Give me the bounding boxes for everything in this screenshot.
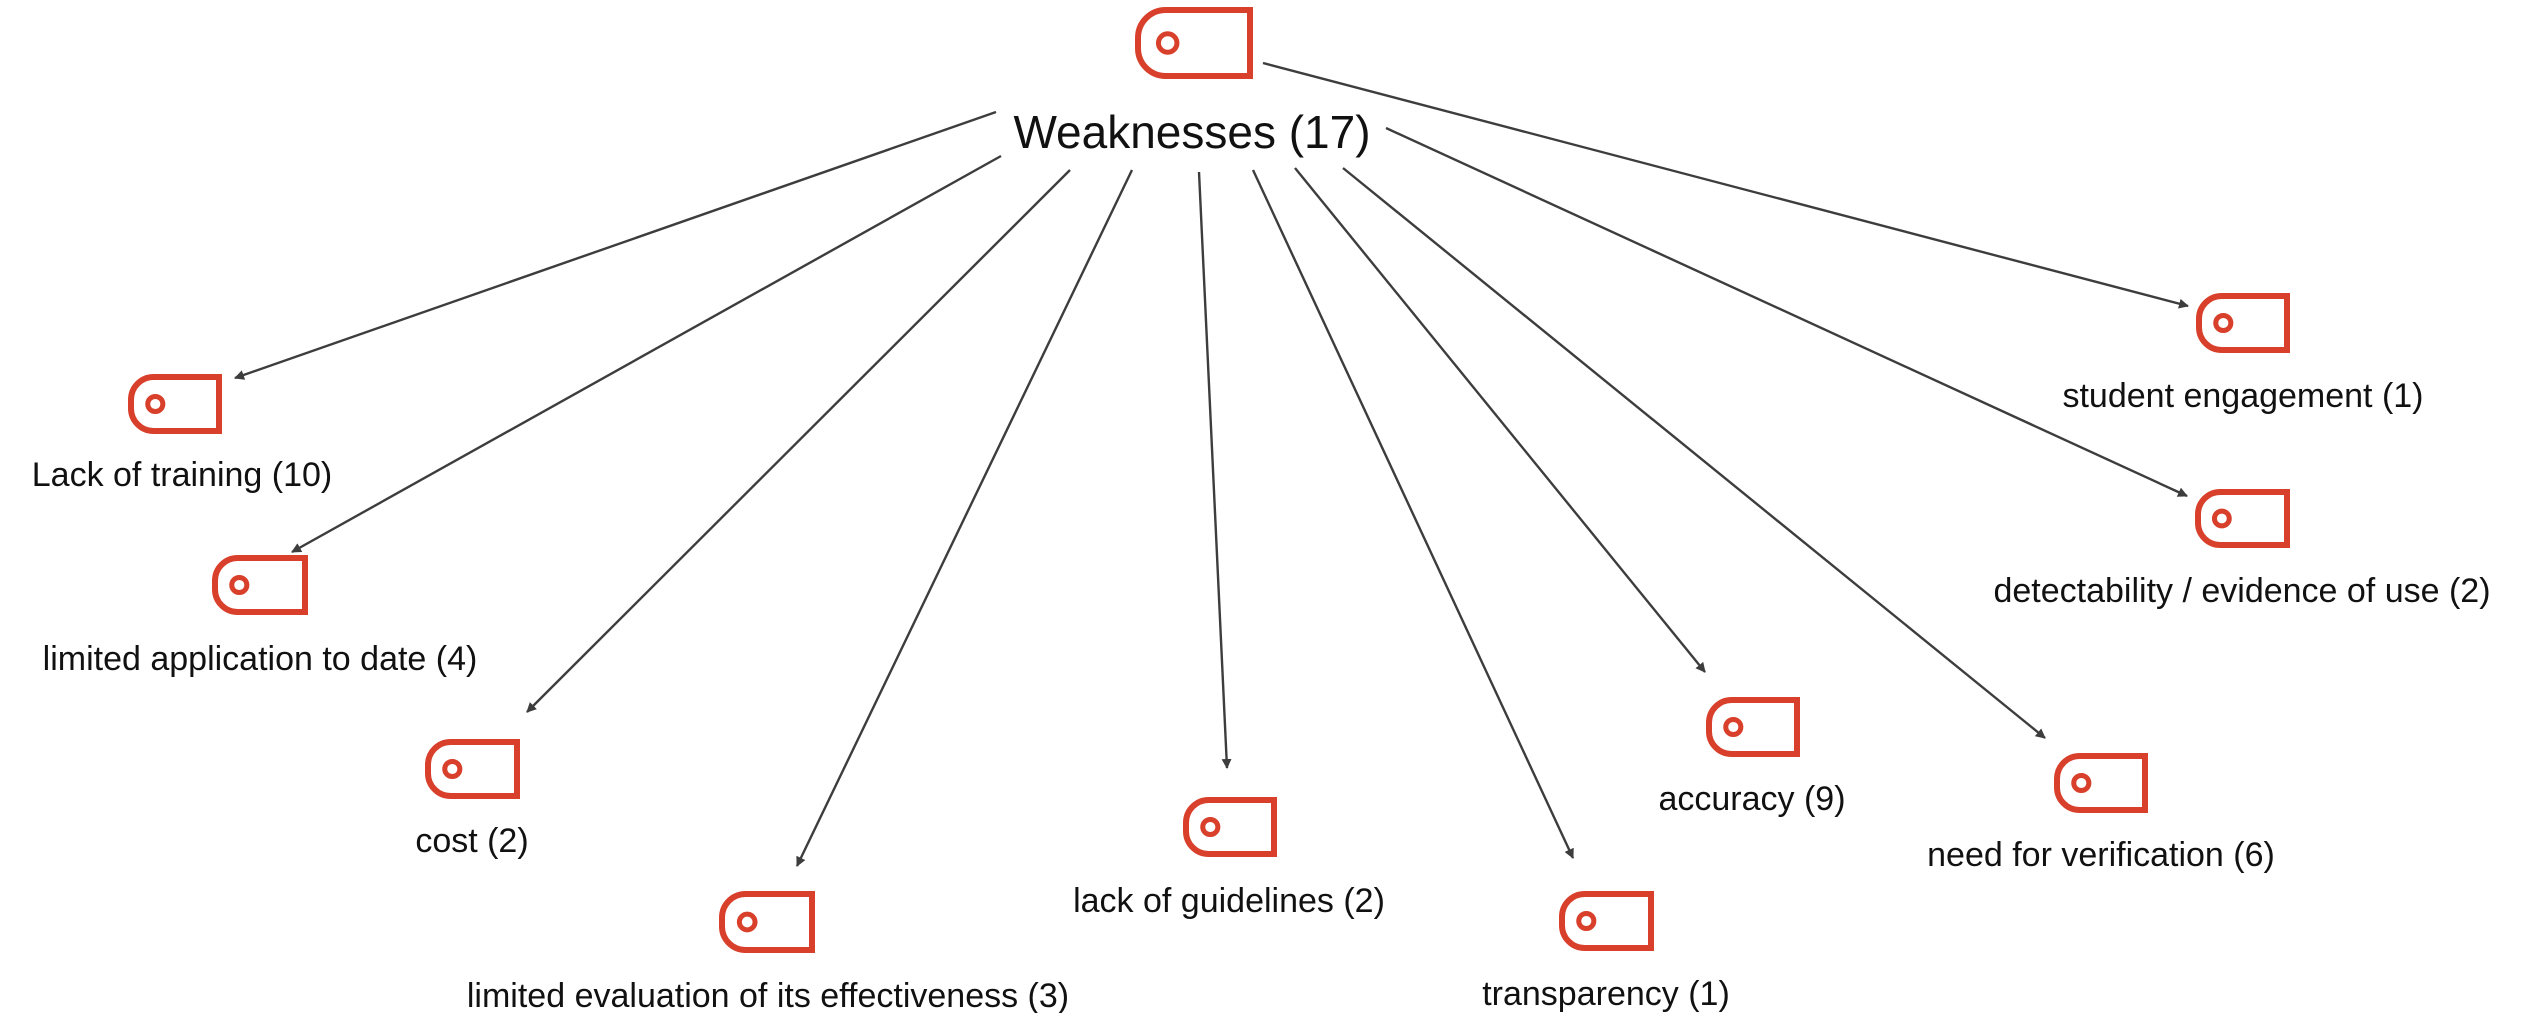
tag-icon (128, 374, 222, 434)
tag-icon (719, 891, 815, 953)
tag-icon (212, 555, 308, 615)
node-cost[interactable]: cost (2) (415, 739, 529, 860)
node-student-engagement[interactable]: student engagement (1) (2062, 293, 2424, 415)
node-limited-evaluation[interactable]: limited evaluation of its effectiveness … (467, 891, 1069, 1013)
edge-detectability (1385, 126, 2188, 498)
edge-transparency (1251, 169, 1575, 859)
node-transparency[interactable]: transparency (1) (1482, 891, 1730, 1013)
root-tag-icon (1135, 7, 1253, 79)
edge-accuracy (1294, 167, 1706, 673)
edge-limited-evaluation (795, 169, 1134, 867)
node-detectability[interactable]: detectability / evidence of use (2) (1993, 489, 2491, 610)
edge-need-for-verification (1342, 167, 2046, 739)
tag-icon (425, 739, 520, 799)
node-label-lack-of-training: Lack of training (10) (32, 456, 333, 494)
node-label-accuracy: accuracy (9) (1658, 780, 1845, 818)
root-label: Weaknesses (17) (1013, 106, 1370, 158)
node-label-lack-of-guidelines: lack of guidelines (2) (1073, 882, 1385, 920)
node-label-limited-application: limited application to date (4) (43, 640, 478, 678)
tag-icon (2054, 753, 2148, 813)
edge-limited-application (291, 154, 1002, 554)
node-limited-application[interactable]: limited application to date (4) (43, 555, 478, 678)
node-label-detectability: detectability / evidence of use (2) (1993, 572, 2490, 610)
tag-icon (2196, 293, 2290, 353)
node-need-for-verification[interactable]: need for verification (6) (1927, 753, 2275, 874)
tag-icon (2195, 489, 2290, 548)
tag-icon (1559, 891, 1654, 951)
edge-student-engagement (1262, 61, 2189, 309)
node-lack-of-guidelines[interactable]: lack of guidelines (2) (1073, 797, 1385, 920)
node-label-limited-evaluation: limited evaluation of its effectiveness … (467, 977, 1069, 1013)
node-label-transparency: transparency (1) (1482, 975, 1730, 1013)
tag-icon (1183, 797, 1277, 857)
node-lack-of-training[interactable]: Lack of training (10) (32, 374, 333, 494)
node-label-cost: cost (2) (415, 822, 528, 860)
edge-cost (526, 169, 1071, 713)
root-node[interactable]: Weaknesses (17) (1013, 7, 1371, 158)
node-label-need-for-verification: need for verification (6) (1927, 836, 2275, 874)
edge-lack-of-training (234, 110, 997, 380)
edge-lack-of-guidelines (1197, 171, 1232, 769)
tag-icon (1706, 697, 1800, 757)
node-label-student-engagement: student engagement (1) (2062, 377, 2423, 415)
node-accuracy[interactable]: accuracy (9) (1658, 697, 1846, 818)
nodes: Weaknesses (17) Lack of training (10) limi… (32, 7, 2491, 1013)
edges (234, 61, 2189, 867)
